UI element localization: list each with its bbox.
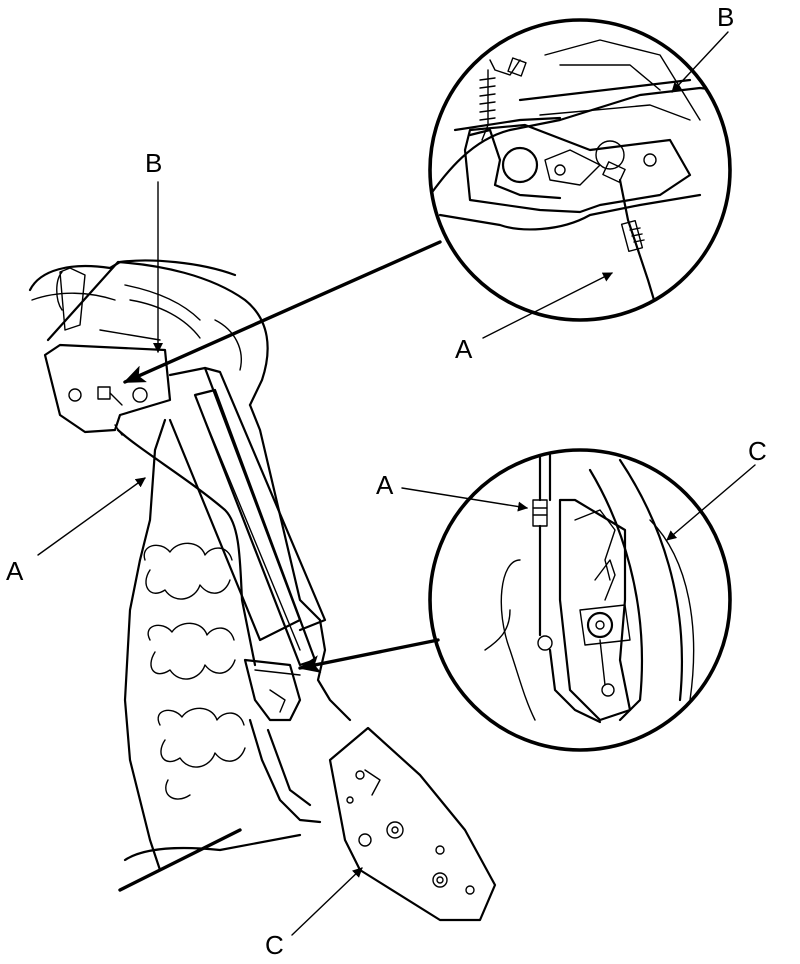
seat-frame-assembly bbox=[28, 259, 497, 922]
leader-a-main bbox=[37, 477, 146, 556]
callout-b-upper-detail: B bbox=[717, 2, 734, 32]
callout-a-lower-detail: A bbox=[376, 470, 394, 500]
upper-detail-view bbox=[428, 18, 732, 322]
callout-leaders bbox=[37, 31, 756, 936]
callout-a-main: A bbox=[6, 556, 24, 586]
lower-detail-arrow bbox=[298, 638, 440, 673]
leader-c-main bbox=[291, 867, 363, 936]
callout-b-main: B bbox=[145, 148, 162, 178]
leader-a-lower bbox=[401, 487, 528, 512]
callout-c-lower-detail: C bbox=[748, 436, 767, 466]
callout-c-main: C bbox=[265, 930, 284, 960]
callout-labels: B A C B A A C bbox=[6, 2, 767, 960]
leader-c-lower bbox=[666, 464, 756, 541]
leader-a-upper bbox=[482, 272, 613, 339]
lower-detail-view bbox=[428, 448, 732, 752]
upper-detail-arrow bbox=[123, 240, 442, 384]
detail-connector-arrows bbox=[123, 240, 442, 673]
callout-a-upper-detail: A bbox=[455, 334, 473, 364]
leader-b-upper bbox=[671, 31, 729, 93]
